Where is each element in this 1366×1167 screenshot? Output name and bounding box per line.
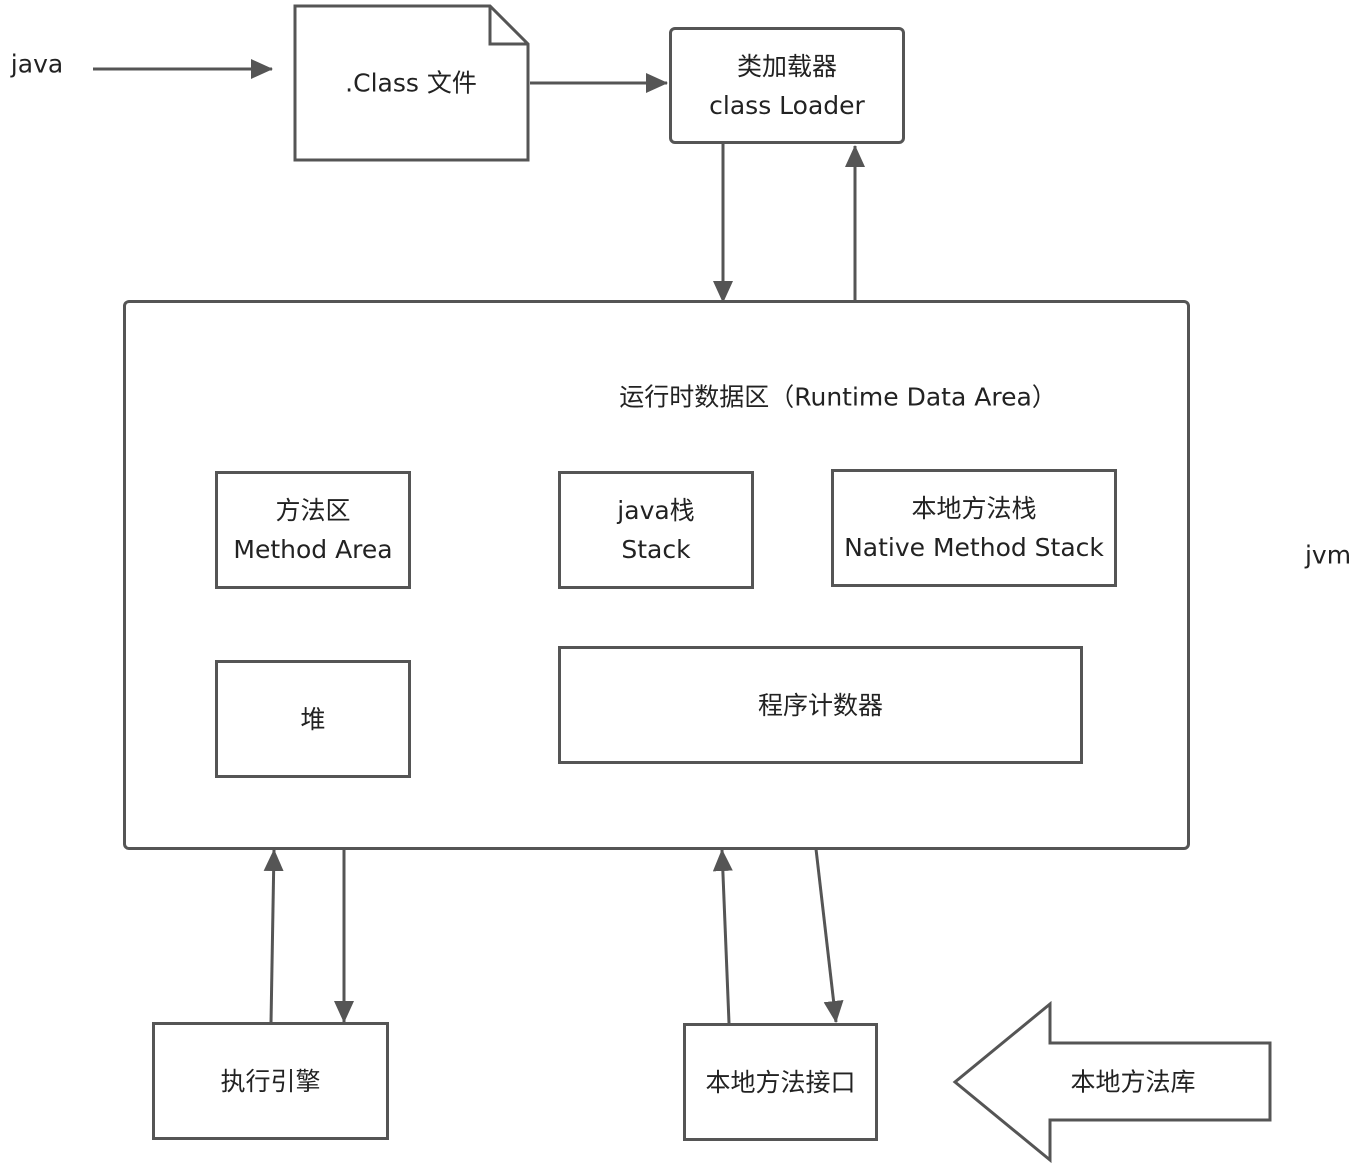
native-method-stack-box[interactable]: 本地方法栈 Native Method Stack bbox=[831, 469, 1117, 587]
program-counter-label: 程序计数器 bbox=[757, 690, 883, 720]
native-library-arrow-shape[interactable] bbox=[952, 1000, 1272, 1164]
edge-execution-engine-to-runtime bbox=[263, 849, 284, 1024]
execution-engine-label: 执行引擎 bbox=[220, 1066, 321, 1096]
class-loader-subtitle: class Loader bbox=[709, 90, 865, 120]
heap-box[interactable]: 堆 bbox=[215, 660, 411, 778]
heap-label: 堆 bbox=[300, 704, 326, 734]
class-loader-box[interactable]: 类加载器 class Loader bbox=[669, 27, 905, 144]
jvm-label: jvm bbox=[1304, 540, 1352, 570]
method-area-box[interactable]: 方法区 Method Area bbox=[215, 471, 411, 589]
java-label: java bbox=[10, 49, 64, 79]
native-interface-box[interactable]: 本地方法接口 bbox=[683, 1023, 878, 1141]
class-file-label: .Class 文件 bbox=[345, 68, 477, 98]
execution-engine-box[interactable]: 执行引擎 bbox=[152, 1022, 389, 1140]
edge-runtime-to-native-interface bbox=[814, 848, 844, 1023]
native-method-stack-subtitle: Native Method Stack bbox=[844, 533, 1104, 562]
class-file-shape[interactable] bbox=[293, 4, 530, 162]
class-file-fold bbox=[488, 6, 528, 46]
runtime-data-area-box[interactable] bbox=[123, 300, 1190, 850]
java-stack-title: java栈 bbox=[617, 496, 695, 525]
method-area-subtitle: Method Area bbox=[233, 535, 393, 564]
native-library-label: 本地方法库 bbox=[1070, 1067, 1196, 1097]
runtime-data-area-title: 运行时数据区（Runtime Data Area） bbox=[619, 382, 1057, 412]
class-loader-title: 类加载器 bbox=[736, 51, 837, 81]
method-area-title: 方法区 bbox=[275, 496, 351, 525]
program-counter-box[interactable]: 程序计数器 bbox=[558, 646, 1083, 764]
native-interface-label: 本地方法接口 bbox=[705, 1067, 856, 1097]
java-stack-subtitle: Stack bbox=[621, 535, 691, 564]
java-stack-box[interactable]: java栈 Stack bbox=[558, 471, 754, 589]
edge-native-interface-to-runtime bbox=[712, 849, 733, 1024]
native-method-stack-title: 本地方法栈 bbox=[911, 494, 1037, 523]
